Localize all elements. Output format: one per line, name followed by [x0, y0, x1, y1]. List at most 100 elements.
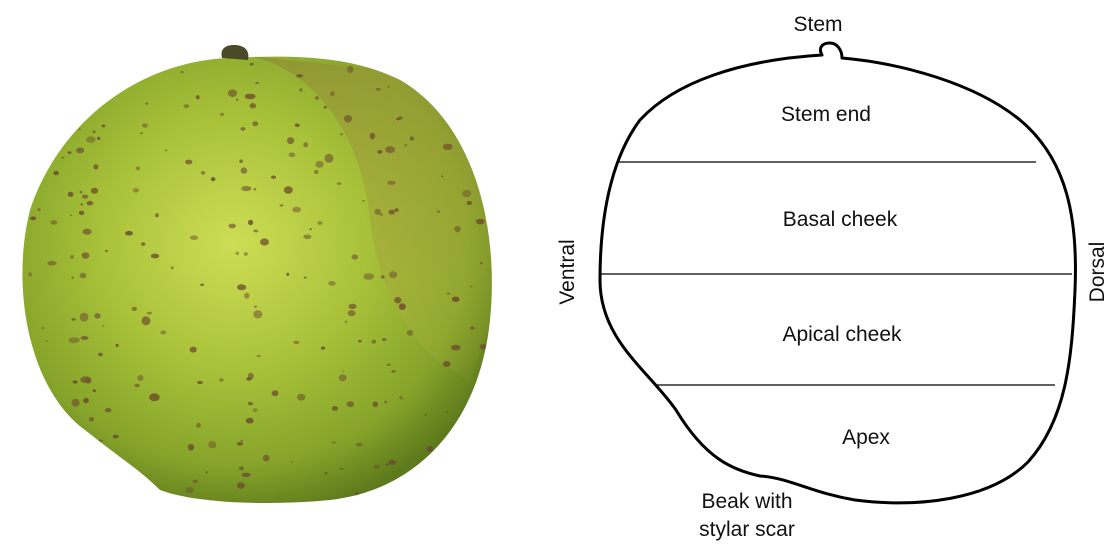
speckle — [64, 107, 67, 110]
speckle — [94, 313, 100, 319]
speckle — [185, 487, 193, 493]
speckle — [254, 306, 257, 308]
speckle — [293, 341, 299, 344]
speckle — [451, 345, 460, 351]
speckle — [229, 224, 236, 229]
label-beak-line1: Beak with — [701, 490, 792, 513]
speckle — [487, 154, 492, 159]
speckle — [102, 58, 112, 66]
speckle — [80, 191, 83, 194]
speckle — [452, 297, 460, 302]
speckle — [474, 94, 480, 100]
speckle — [239, 467, 244, 471]
speckle — [165, 150, 167, 152]
speckle — [91, 188, 98, 194]
speckle — [272, 390, 279, 396]
speckle — [236, 252, 239, 256]
speckle — [205, 471, 208, 474]
speckle — [116, 344, 119, 347]
speckle — [325, 472, 328, 475]
speckle — [31, 391, 37, 395]
speckle — [250, 63, 254, 66]
speckle — [299, 88, 302, 92]
speckle — [388, 86, 390, 88]
speckle — [443, 144, 453, 150]
speckle — [470, 286, 472, 288]
speckle — [394, 297, 401, 303]
speckle — [75, 443, 78, 445]
speckle — [377, 150, 382, 154]
speckle — [75, 84, 82, 92]
speckle — [68, 151, 72, 154]
speckle — [102, 125, 106, 128]
speckle — [43, 72, 52, 78]
speckle — [208, 441, 216, 448]
mango-schematic: Stem Stem end Basal cheek Apical cheek A… — [556, 13, 1109, 541]
speckle — [149, 393, 159, 401]
speckle — [348, 304, 356, 309]
speckle — [188, 444, 194, 451]
speckle — [248, 220, 253, 225]
speckle — [387, 181, 395, 185]
speckle — [304, 276, 307, 278]
speckle — [53, 171, 59, 175]
speckle — [200, 284, 204, 287]
speckle — [45, 340, 48, 342]
speckle — [72, 399, 80, 407]
label-ventral: Ventral — [556, 239, 579, 304]
speckle — [132, 307, 137, 311]
speckle — [84, 461, 91, 465]
speckle — [80, 313, 89, 322]
speckle — [295, 123, 300, 127]
speckle — [328, 281, 336, 286]
speckle — [373, 402, 379, 407]
speckle — [451, 480, 454, 483]
speckle — [467, 201, 472, 205]
speckle — [447, 110, 455, 114]
speckle — [87, 201, 94, 206]
speckle — [136, 166, 140, 170]
speckle — [443, 361, 451, 367]
speckle — [253, 408, 258, 412]
speckle — [480, 262, 483, 264]
speckle — [78, 129, 81, 131]
speckle — [339, 374, 347, 381]
speckle — [30, 216, 36, 220]
speckle — [372, 340, 377, 344]
speckle — [83, 229, 92, 235]
speckle — [93, 389, 96, 392]
speckle — [425, 414, 427, 417]
speckle — [239, 159, 243, 163]
speckle — [151, 254, 160, 259]
speckle — [137, 375, 143, 381]
label-basal-cheek: Basal cheek — [783, 208, 898, 231]
speckle — [37, 208, 40, 211]
speckle — [475, 435, 478, 436]
speckle — [98, 353, 103, 357]
speckle — [237, 442, 243, 446]
speckle — [410, 136, 414, 140]
speckle — [86, 136, 96, 143]
speckle — [345, 321, 348, 323]
speckle — [257, 355, 261, 358]
speckle — [324, 106, 327, 109]
label-apical-cheek: Apical cheek — [782, 323, 902, 346]
speckle — [289, 152, 296, 157]
speckle — [447, 293, 451, 295]
speckle — [102, 325, 104, 327]
speckle — [331, 441, 336, 443]
speckle — [241, 167, 248, 173]
speckle — [160, 331, 166, 335]
speckle — [363, 273, 374, 280]
speckle — [193, 480, 198, 484]
speckle — [68, 337, 79, 343]
speckle — [142, 316, 151, 325]
speckle — [474, 452, 477, 455]
speckle — [291, 461, 293, 463]
speckle — [152, 59, 155, 62]
speckle — [442, 104, 446, 108]
speckle — [72, 462, 82, 468]
speckle — [419, 73, 422, 75]
speckle — [220, 113, 224, 116]
